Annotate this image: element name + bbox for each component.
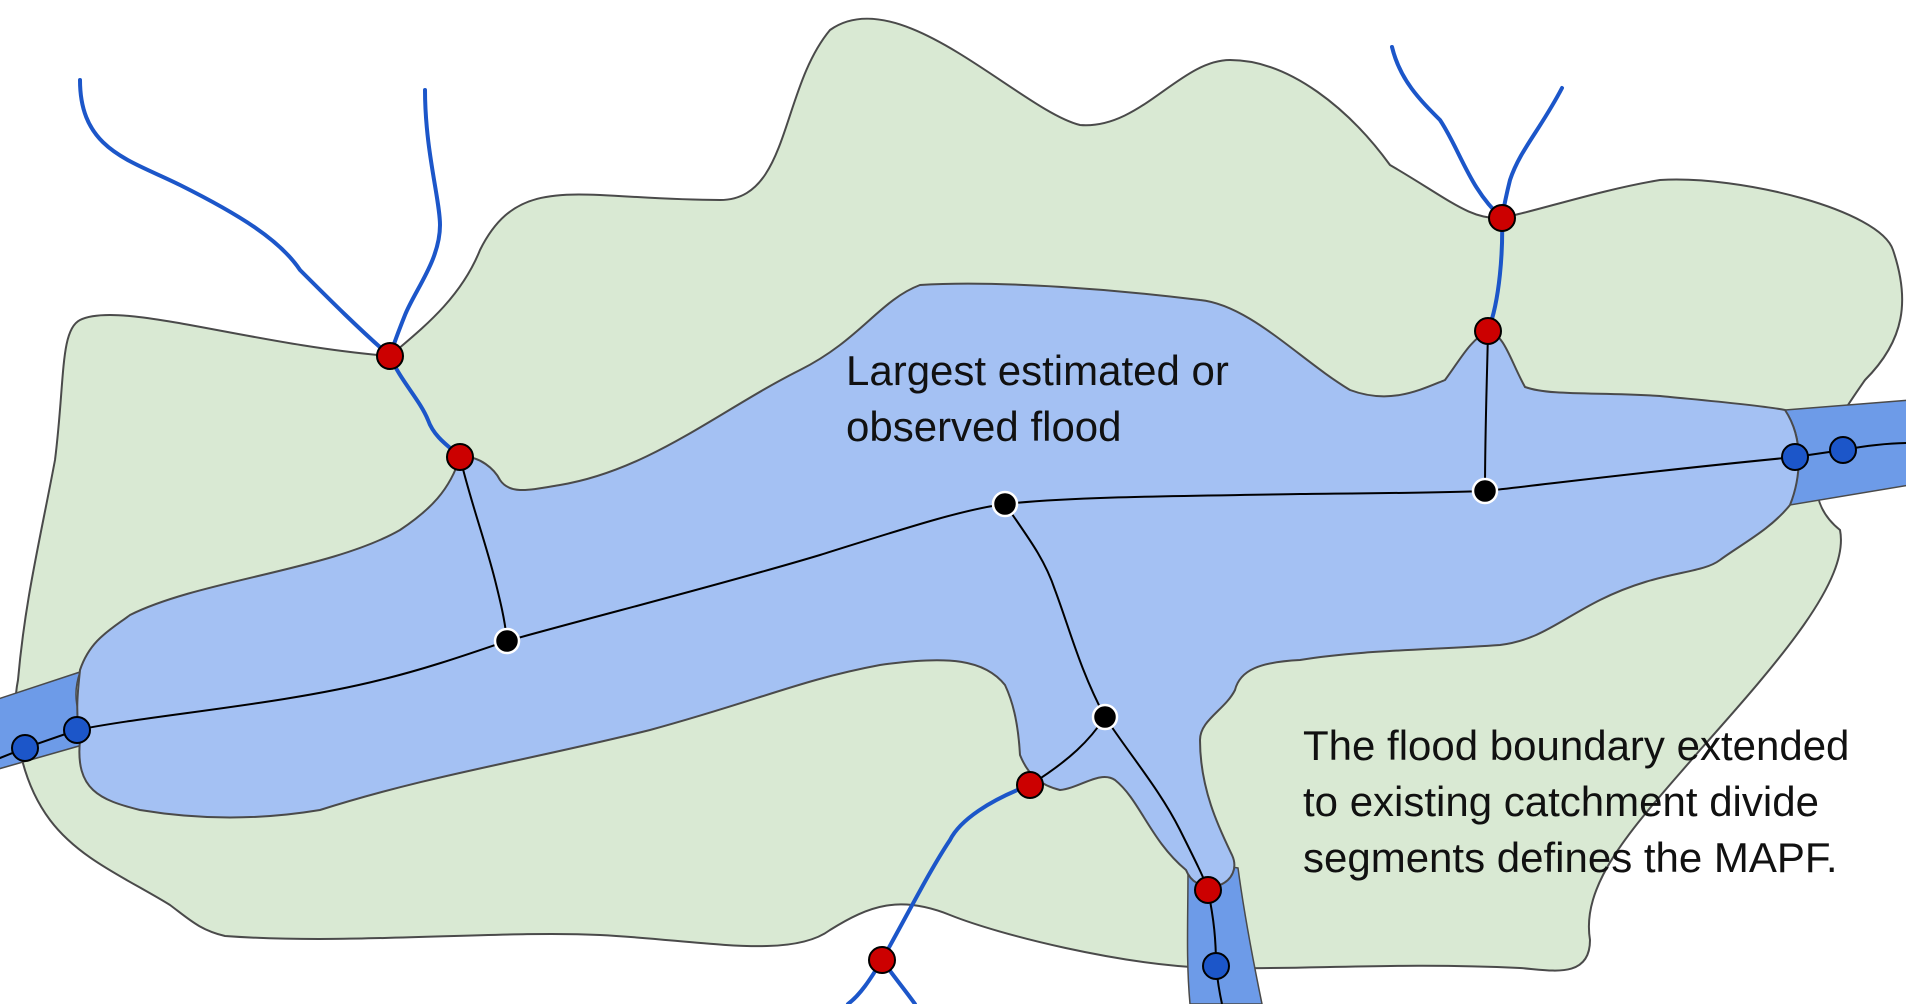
- mapf-label-line3: segments defines the MAPF.: [1303, 834, 1838, 881]
- divide-center-right: [1104, 716, 1209, 891]
- stream-upper-left-a: [78, 78, 392, 358]
- junction-node-center: [991, 490, 1019, 518]
- outlet-node-upper-left-1: [376, 342, 404, 370]
- junction-node-lower: [1091, 703, 1119, 731]
- mapf-label: The flood boundary extended to existing …: [1303, 718, 1849, 886]
- flood-label-line1: Largest estimated or: [846, 347, 1229, 394]
- mapf-label-line2: to existing catchment divide: [1303, 778, 1819, 825]
- outlet-node-bottom-1: [1016, 771, 1044, 799]
- main-channel-line: [0, 442, 1906, 760]
- stream-upper-left-b: [388, 88, 443, 358]
- flood-label-line2: observed flood: [846, 403, 1122, 450]
- outlet-node-upper-right-1: [1488, 204, 1516, 232]
- junction-node-right: [1471, 477, 1499, 505]
- stream-upper-right-b: [1500, 86, 1564, 220]
- channel-node-right-2: [1829, 436, 1857, 464]
- stream-upper-right-a: [1390, 45, 1504, 220]
- outlet-node-bottom-2: [868, 946, 896, 974]
- outlet-node-upper-left-2: [446, 443, 474, 471]
- outlet-node-upper-right-2: [1474, 317, 1502, 345]
- outlet-node-bottom-3: [1194, 876, 1222, 904]
- divide-center: [1004, 503, 1106, 718]
- flood-area: [76, 282, 1800, 888]
- channel-node-left-1: [11, 734, 39, 762]
- flood-label: Largest estimated or observed flood: [846, 343, 1229, 455]
- channel-node-right-1: [1781, 443, 1809, 471]
- stream-bottom-left: [846, 783, 1032, 1004]
- channel-node-left-2: [63, 716, 91, 744]
- divide-left: [459, 456, 508, 642]
- junction-node-left: [493, 627, 521, 655]
- divide-right: [1484, 330, 1489, 492]
- divide-lines: [0, 330, 1906, 1004]
- nodes: [11, 204, 1857, 980]
- mapf-label-line1: The flood boundary extended: [1303, 722, 1850, 769]
- channel-node-bottom: [1202, 952, 1230, 980]
